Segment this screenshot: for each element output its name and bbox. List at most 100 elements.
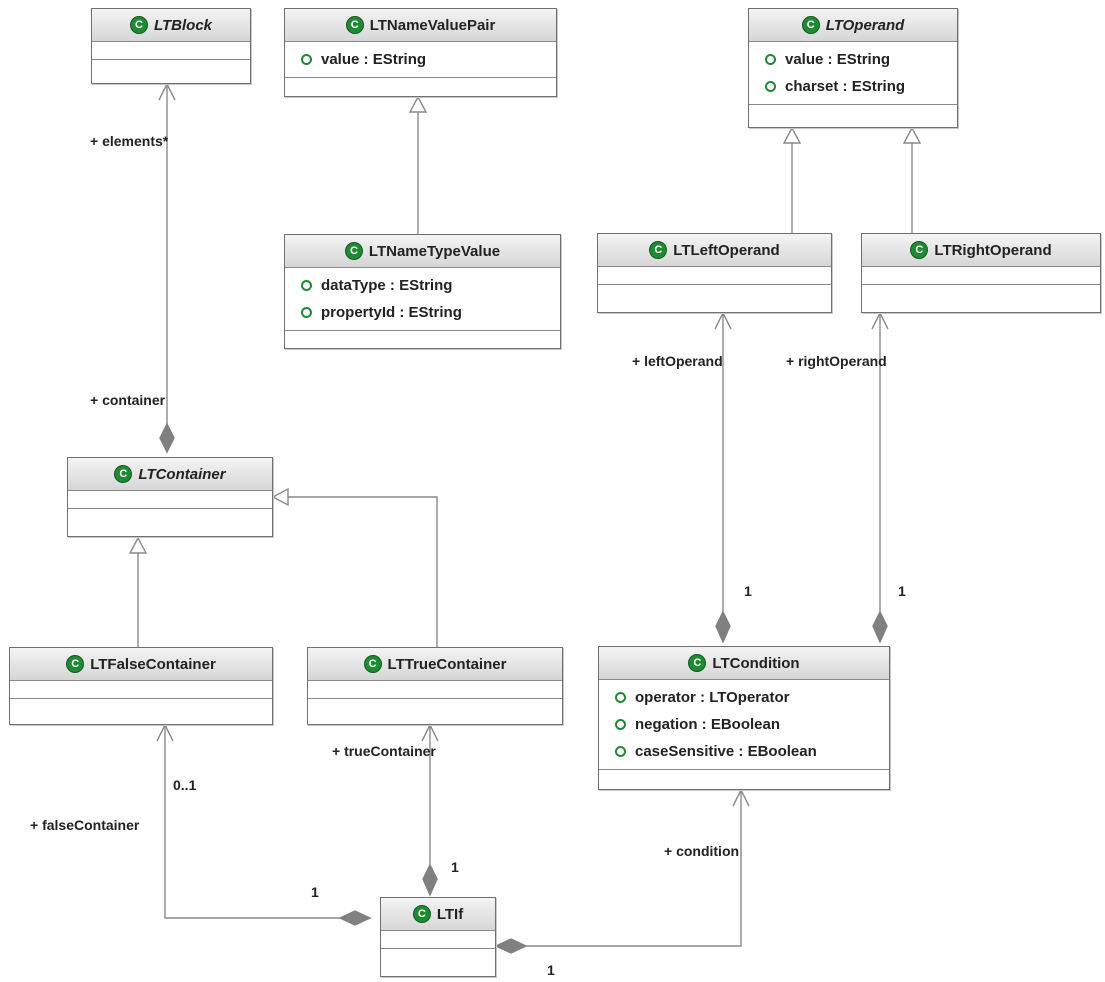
composition-diamond-truecontainer [422,863,438,897]
public-visibility-icon [765,54,776,65]
edge-falsecontainer [164,725,340,919]
class-header: C LTCondition [599,647,889,680]
attribute-row[interactable]: negation : EBoolean [599,711,889,738]
class-name: LTIf [436,905,464,923]
generalization-arrow-truecontainer [271,487,289,507]
attribute-type: EString [372,51,427,68]
attribute-type: EBoolean [747,743,817,760]
label-rightoperand-multiplicity: 1 [898,583,906,599]
class-icon: C [345,16,364,34]
edge-condition [525,790,742,947]
attribute-compartment [862,267,1100,285]
class-name: LTRightOperand [934,241,1052,259]
class-icon: C [412,905,431,923]
attribute-row[interactable]: caseSensitive : EBoolean [599,738,889,765]
generalization-arrow-leftoperand [782,126,802,144]
class-header: C LTBlock [92,9,250,42]
attribute-name: negation [635,716,698,733]
attribute-row[interactable]: dataType : EString [285,272,560,299]
class-name: LTLeftOperand [673,241,780,259]
attribute-type: EString [836,51,891,68]
attribute-separator: : [697,716,711,733]
operation-compartment [10,699,272,717]
attribute-type: EString [408,304,462,321]
class-name: LTNameTypeValue [368,242,501,260]
attribute-name: dataType [321,277,386,294]
attribute-type: LTOperator [709,689,790,706]
attribute-row[interactable]: charset : EString [749,73,957,100]
label-leftoperand-multiplicity: 1 [744,583,752,599]
attribute-separator: : [734,743,748,760]
operation-compartment [308,699,562,717]
nav-arrow-falsecontainer [156,723,174,742]
class-icon: C [363,655,382,673]
class-icon: C [344,242,363,260]
composition-diamond-condition [494,938,528,954]
operation-compartment [599,770,889,788]
class-icon: C [114,465,133,483]
nav-arrow-rightoperand [871,311,889,330]
attribute-row[interactable]: value : EString [285,46,556,73]
attribute-name: charset [785,78,839,95]
attribute-type: EString [851,78,906,95]
operation-compartment [862,285,1100,303]
edge-generalization-truecontainer [288,496,438,647]
class-ltif[interactable]: C LTIf [380,897,496,977]
class-icon: C [910,241,929,259]
attribute-type: EBoolean [710,716,781,733]
class-lttruecontainer[interactable]: C LTTrueContainer [307,647,563,725]
operation-compartment [285,78,556,96]
class-ltblock[interactable]: C LTBlock [91,8,251,84]
operation-compartment [381,949,495,967]
public-visibility-icon [765,81,776,92]
attribute-type: EString [399,277,453,294]
class-name: LTCondition [712,654,800,672]
composition-diamond-rightoperand [872,610,888,644]
class-icon: C [129,16,148,34]
attribute-separator: : [395,304,409,321]
class-icon: C [66,655,85,673]
label-elements: + elements* [90,133,169,149]
operation-compartment [598,285,831,303]
label-truecontainer: + trueContainer [332,743,436,759]
attribute-row[interactable]: operator : LTOperator [599,684,889,711]
class-name: LTBlock [153,16,213,34]
generalization-arrow-rightoperand [902,126,922,144]
nav-arrow-elements [158,82,176,101]
attribute-compartment [308,681,562,699]
label-falsecontainer-composition-multiplicity: 1 [311,884,319,900]
attribute-compartment [598,267,831,285]
public-visibility-icon [615,719,626,730]
attribute-row[interactable]: propertyId : EString [285,299,560,326]
class-ltrightoperand[interactable]: C LTRightOperand [861,233,1101,313]
nav-arrow-leftoperand [714,311,732,330]
class-ltleftoperand[interactable]: C LTLeftOperand [597,233,832,313]
operation-compartment [68,509,272,527]
attribute-name: propertyId [321,304,396,321]
label-leftoperand: + leftOperand [632,353,723,369]
attribute-name: operator [635,689,696,706]
attribute-row[interactable]: value : EString [749,46,957,73]
class-icon: C [801,16,820,34]
class-name: LTOperand [825,16,905,34]
attribute-compartment [92,42,250,60]
label-rightoperand: + rightOperand [786,353,887,369]
class-name: LTTrueContainer [387,655,507,673]
attribute-separator: : [359,51,373,68]
class-icon: C [649,241,668,259]
label-condition: + condition [664,843,740,859]
label-falsecontainer-multiplicity: 0..1 [173,777,197,793]
class-icon: C [688,654,707,672]
class-header: C LTOperand [749,9,957,42]
